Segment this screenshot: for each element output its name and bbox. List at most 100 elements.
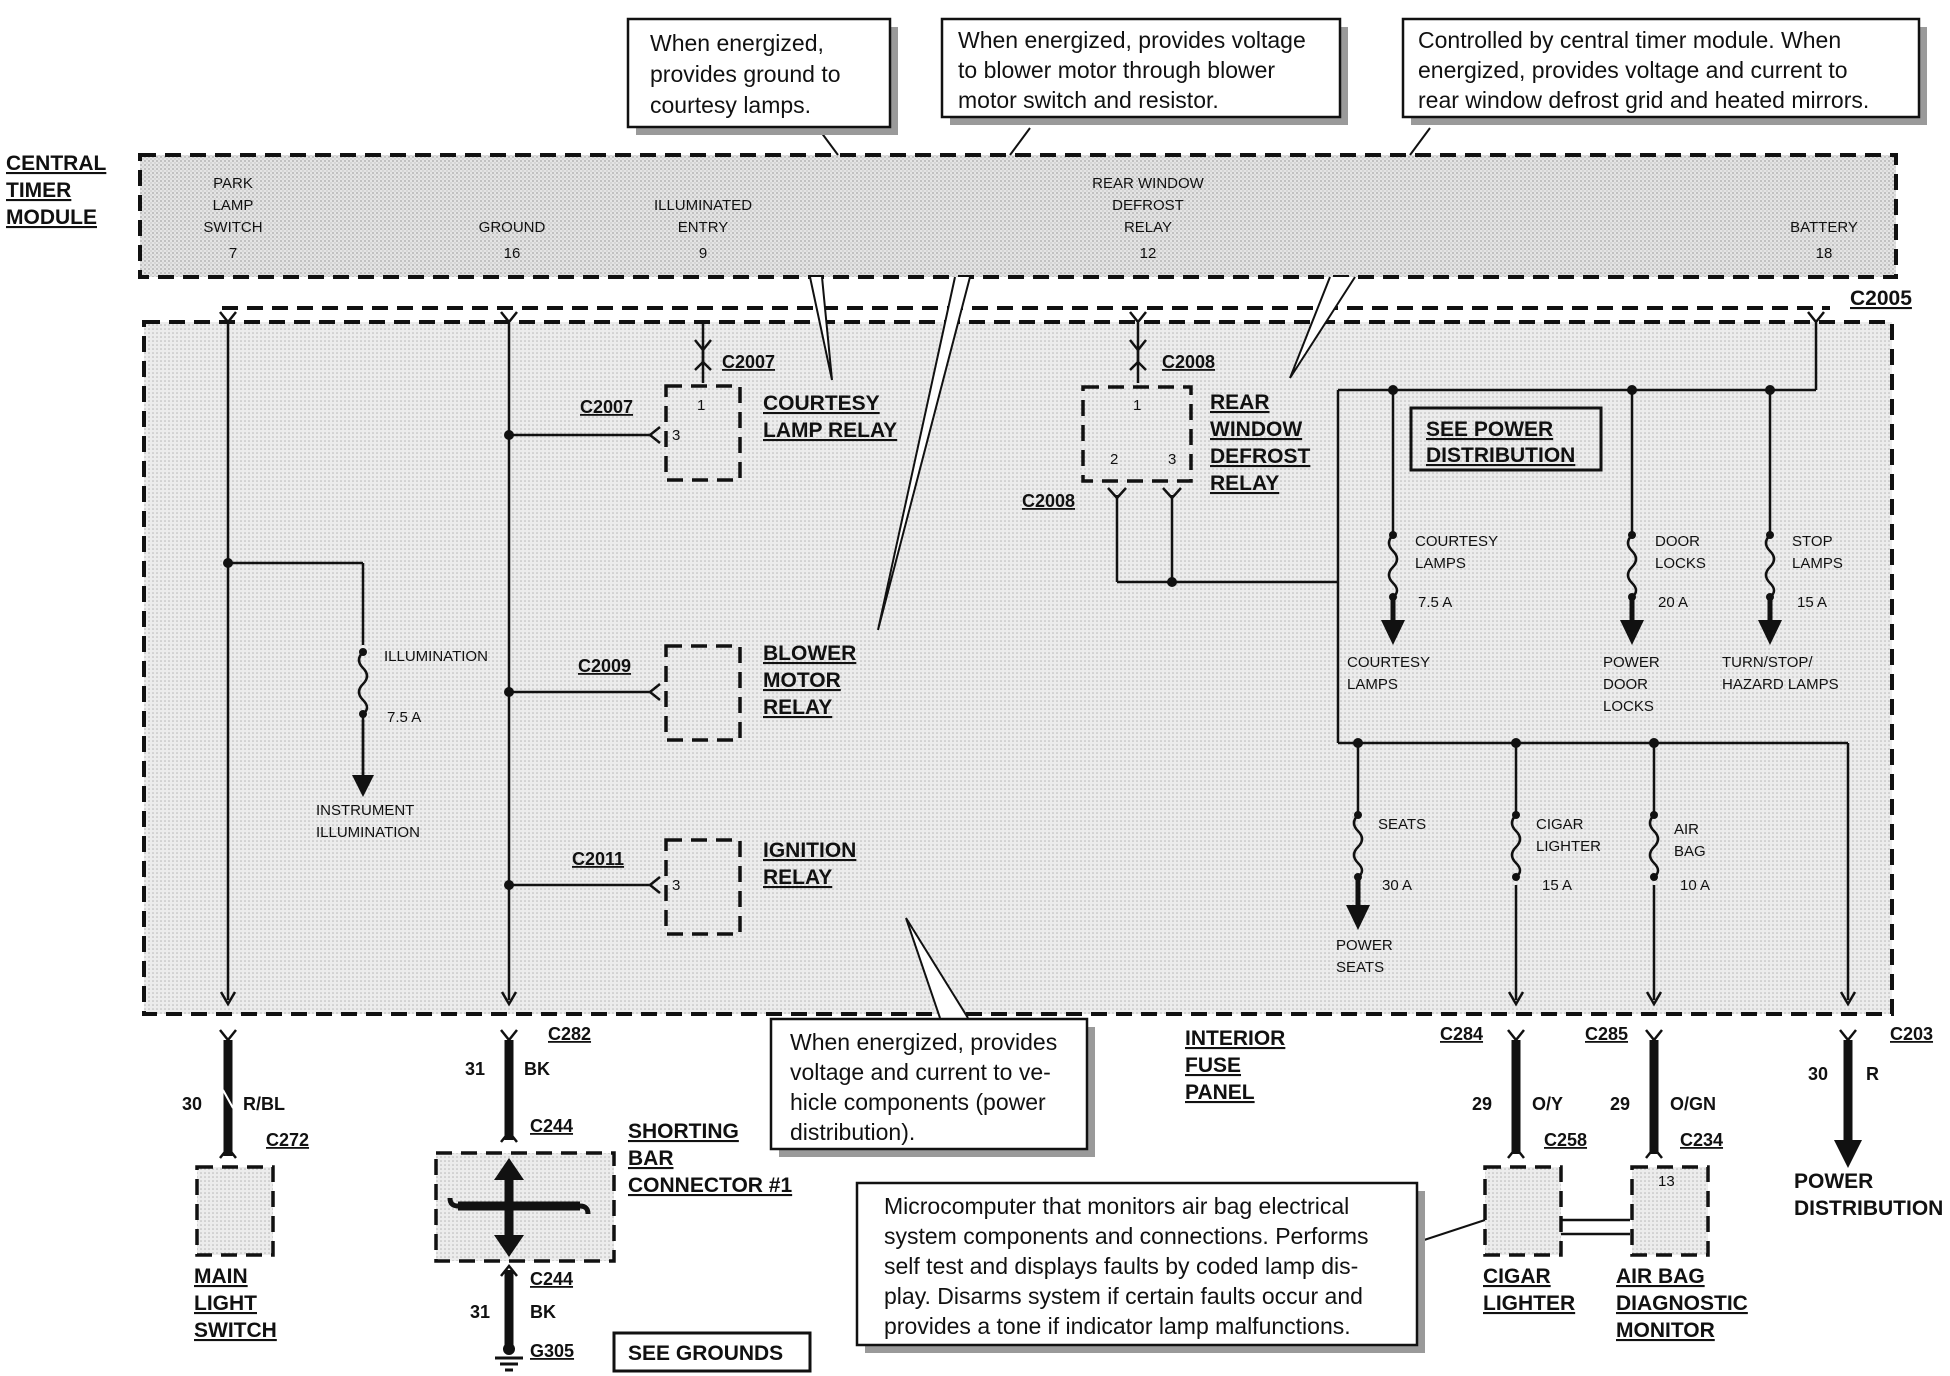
c2007-top-label: C2007 [722, 352, 775, 372]
callout-ignition-line4: distribution). [790, 1119, 915, 1145]
callout-ignition: When energized, provides voltage and cur… [769, 1017, 1095, 1157]
fuse-illumination-dest-line2: ILLUMINATION [316, 824, 420, 841]
fuse-seats-dest-line1: POWER [1336, 937, 1393, 954]
c282-label: C282 [548, 1024, 591, 1044]
fuse-stop-name-line2: LAMPS [1792, 555, 1843, 572]
wire-ground-top-circuit: 31 [465, 1059, 485, 1079]
ifp-label-line3: PANEL [1185, 1081, 1255, 1104]
ctm-pin16-number: 16 [504, 245, 521, 262]
defrost-relay-label-line1: REAR [1210, 391, 1270, 414]
ctm-title-line1: CENTRAL [6, 152, 106, 175]
callout-courtesy: When energized, provides ground to court… [626, 17, 898, 135]
defrost-relay-label-line3: DEFROST [1210, 445, 1311, 468]
courtesy-relay-pin3: 3 [672, 427, 680, 444]
fuse-door-dest-line1: POWER [1603, 654, 1660, 671]
ctm-pin9-line2: ENTRY [678, 219, 729, 236]
fuse-courtesy-name-line2: LAMPS [1415, 555, 1466, 572]
ctm-pin12-line2: DEFROST [1112, 197, 1184, 214]
fuse-illumination-name: ILLUMINATION [384, 648, 488, 665]
defrost-relay-pin3: 3 [1168, 451, 1176, 468]
ignition-relay-pin3: 3 [672, 877, 680, 894]
ctm-pin7-line3: SWITCH [203, 219, 262, 236]
c272-label: C272 [266, 1130, 309, 1150]
fuse-stop-dest-line2: HAZARD LAMPS [1722, 676, 1839, 693]
fuse-cigar-name-line2: LIGHTER [1536, 838, 1601, 855]
fuse-courtesy-rating: 7.5 A [1418, 594, 1452, 611]
ifp-label-line2: FUSE [1185, 1054, 1241, 1077]
fuse-output-arrows [352, 597, 1782, 930]
wire-battery-color: R [1866, 1064, 1879, 1084]
wire-airbag-color: O/GN [1670, 1094, 1716, 1114]
ctm-border [138, 153, 1898, 279]
wire-cigar-circuit: 29 [1472, 1094, 1492, 1114]
blower-relay-label-line3: RELAY [763, 696, 832, 719]
callout-ignition-line1: When energized, provides [790, 1029, 1057, 1055]
main-light-switch-line3: SWITCH [194, 1319, 277, 1342]
cigar-lighter-line2: LIGHTER [1483, 1292, 1575, 1315]
fuse-door-dest-line3: LOCKS [1603, 698, 1654, 715]
c2008-left-label: C2008 [1022, 491, 1075, 511]
c2007-left-label: C2007 [580, 397, 633, 417]
blower-relay-label-line1: BLOWER [763, 642, 856, 665]
wire-main-color: R/BL [243, 1094, 285, 1114]
see-power-dist-line1: SEE POWER [1426, 418, 1553, 441]
airbag-monitor-circuit: C285 29 O/GN C234 13 AIR BAG DIAGNOSTIC … [1585, 1024, 1748, 1342]
cigar-lighter-circuit: C284 29 O/Y C258 CIGAR LIGHTER [1440, 1024, 1587, 1315]
callout-blower-line3: motor switch and resistor. [958, 87, 1219, 113]
see-power-distribution-box: SEE POWER DISTRIBUTION [1409, 406, 1603, 472]
fuse-door-dest-line2: DOOR [1603, 676, 1648, 693]
main-light-switch-line2: LIGHT [194, 1292, 257, 1315]
callout-defrost: Controlled by central timer module. When… [1401, 17, 1927, 125]
callout-ignition-line3: hicle components (power [790, 1089, 1046, 1115]
c284-label: C284 [1440, 1024, 1483, 1044]
wire-battery-circuit: 30 [1808, 1064, 1828, 1084]
fuse-labels: ILLUMINATION 7.5 A INSTRUMENT ILLUMINATI… [316, 533, 1843, 976]
c244-bottom-label: C244 [530, 1269, 573, 1289]
wire-ground-bottom-color: BK [530, 1302, 556, 1322]
ctm-pin12-line3: RELAY [1124, 219, 1172, 236]
fuse-stop-rating: 15 A [1797, 594, 1827, 611]
airbag-monitor-line2: DIAGNOSTIC [1616, 1292, 1748, 1315]
callout-blower-line1: When energized, provides voltage [958, 27, 1306, 53]
courtesy-relay-label-line2: LAMP RELAY [763, 419, 897, 442]
callout-airbag-line4: play. Disarms system if certain faults o… [884, 1283, 1363, 1309]
fuse-seats-name: SEATS [1378, 816, 1426, 833]
callout-airbag-line3: self test and displays faults by coded l… [884, 1253, 1358, 1279]
courtesy-lamp-relay: C2007 1 3 C2007 COURTESY LAMP RELAY [580, 339, 897, 482]
callout-airbag-line2: system components and connections. Perfo… [884, 1223, 1369, 1249]
c285-label: C285 [1585, 1024, 1628, 1044]
callout-defrost-line2: energized, provides voltage and current … [1418, 57, 1848, 83]
shorting-bar-line2: BAR [628, 1147, 674, 1170]
c258-label: C258 [1544, 1130, 1587, 1150]
ifp-label-line1: INTERIOR [1185, 1027, 1285, 1050]
callout-defrost-line1: Controlled by central timer module. When [1418, 27, 1841, 53]
c2005-label: C2005 [1850, 287, 1912, 310]
callout-courtesy-line1: When energized, [650, 30, 824, 56]
ignition-relay-label-line2: RELAY [763, 866, 832, 889]
fuse-stop-dest-line1: TURN/STOP/ [1722, 654, 1813, 671]
fuse-airbag-name-line2: BAG [1674, 843, 1706, 860]
c203-label: C203 [1890, 1024, 1933, 1044]
ignition-relay: 3 C2011 IGNITION RELAY [572, 838, 856, 936]
battery-circuit: C203 30 R POWER DISTRIBUTION [1794, 1024, 1943, 1220]
g305-label: G305 [530, 1341, 574, 1361]
blower-relay-label-line2: MOTOR [763, 669, 841, 692]
splice-points [223, 385, 1775, 890]
see-grounds-label: SEE GROUNDS [628, 1342, 783, 1365]
callout-courtesy-line3: courtesy lamps. [650, 92, 811, 118]
ctm-body [140, 155, 1896, 277]
ctm-title-line3: MODULE [6, 206, 97, 229]
ctm-pin12-line1: REAR WINDOW [1092, 175, 1205, 192]
fuse-symbols [357, 534, 1776, 878]
fuse-courtesy-dest-line1: COURTESY [1347, 654, 1430, 671]
fuse-panel-border [142, 320, 1894, 1016]
ignition-relay-label-line1: IGNITION [763, 839, 856, 862]
ctm-pin12-number: 12 [1140, 245, 1157, 262]
blower-motor-relay: C2009 BLOWER MOTOR RELAY [578, 642, 856, 742]
ctm-pin7-line2: LAMP [213, 197, 254, 214]
fuse-seats-rating: 30 A [1382, 877, 1412, 894]
wire-cigar-color: O/Y [1532, 1094, 1563, 1114]
see-power-dist-line2: DISTRIBUTION [1426, 444, 1575, 467]
wire-main-circuit: 30 [182, 1094, 202, 1114]
